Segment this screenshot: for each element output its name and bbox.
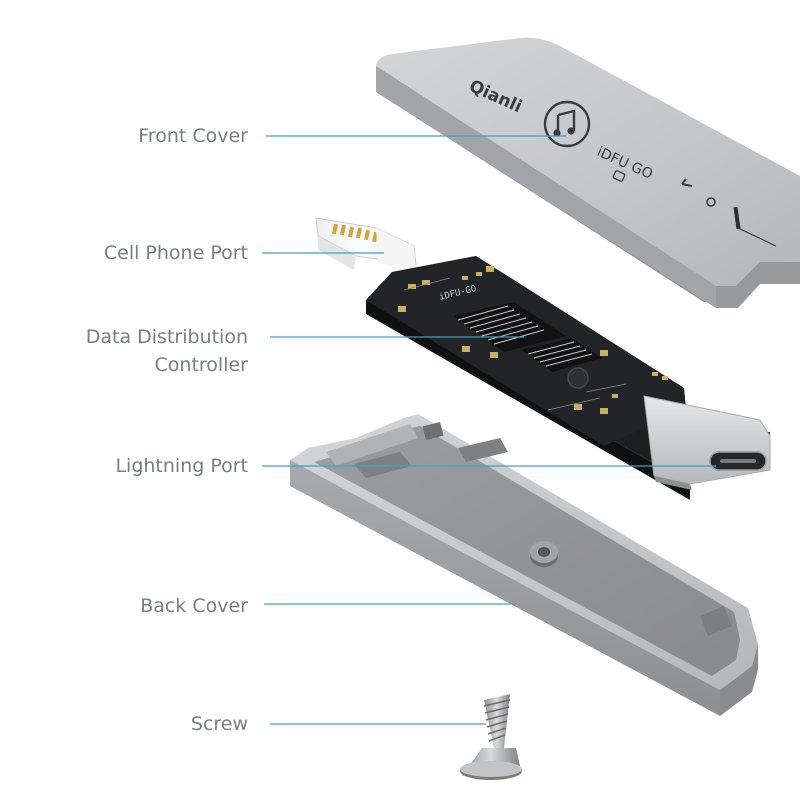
mfi-mark [612,170,626,182]
label-front-cover: Front Cover [138,125,248,147]
lightning-plug [315,217,417,276]
arrow-icon [681,178,693,187]
port-indicator-icon [706,197,777,247]
circuit-board-assembly: iDFU-GO [315,217,771,500]
front-cover: Qianli iDFU GO [376,37,800,308]
label-data-distribution-controller: Data Distribution Controller [85,326,248,376]
usb-c-receptacle [643,395,771,490]
label-cell-phone-port: Cell Phone Port [103,242,248,264]
leader-lines [262,135,716,725]
back-cover [290,414,758,716]
label-screw: Screw [190,713,248,735]
music-note-icon [543,100,591,148]
label-back-cover: Back Cover [140,595,248,617]
label-lightning-port: Lightning Port [115,455,248,477]
screw [460,694,522,780]
